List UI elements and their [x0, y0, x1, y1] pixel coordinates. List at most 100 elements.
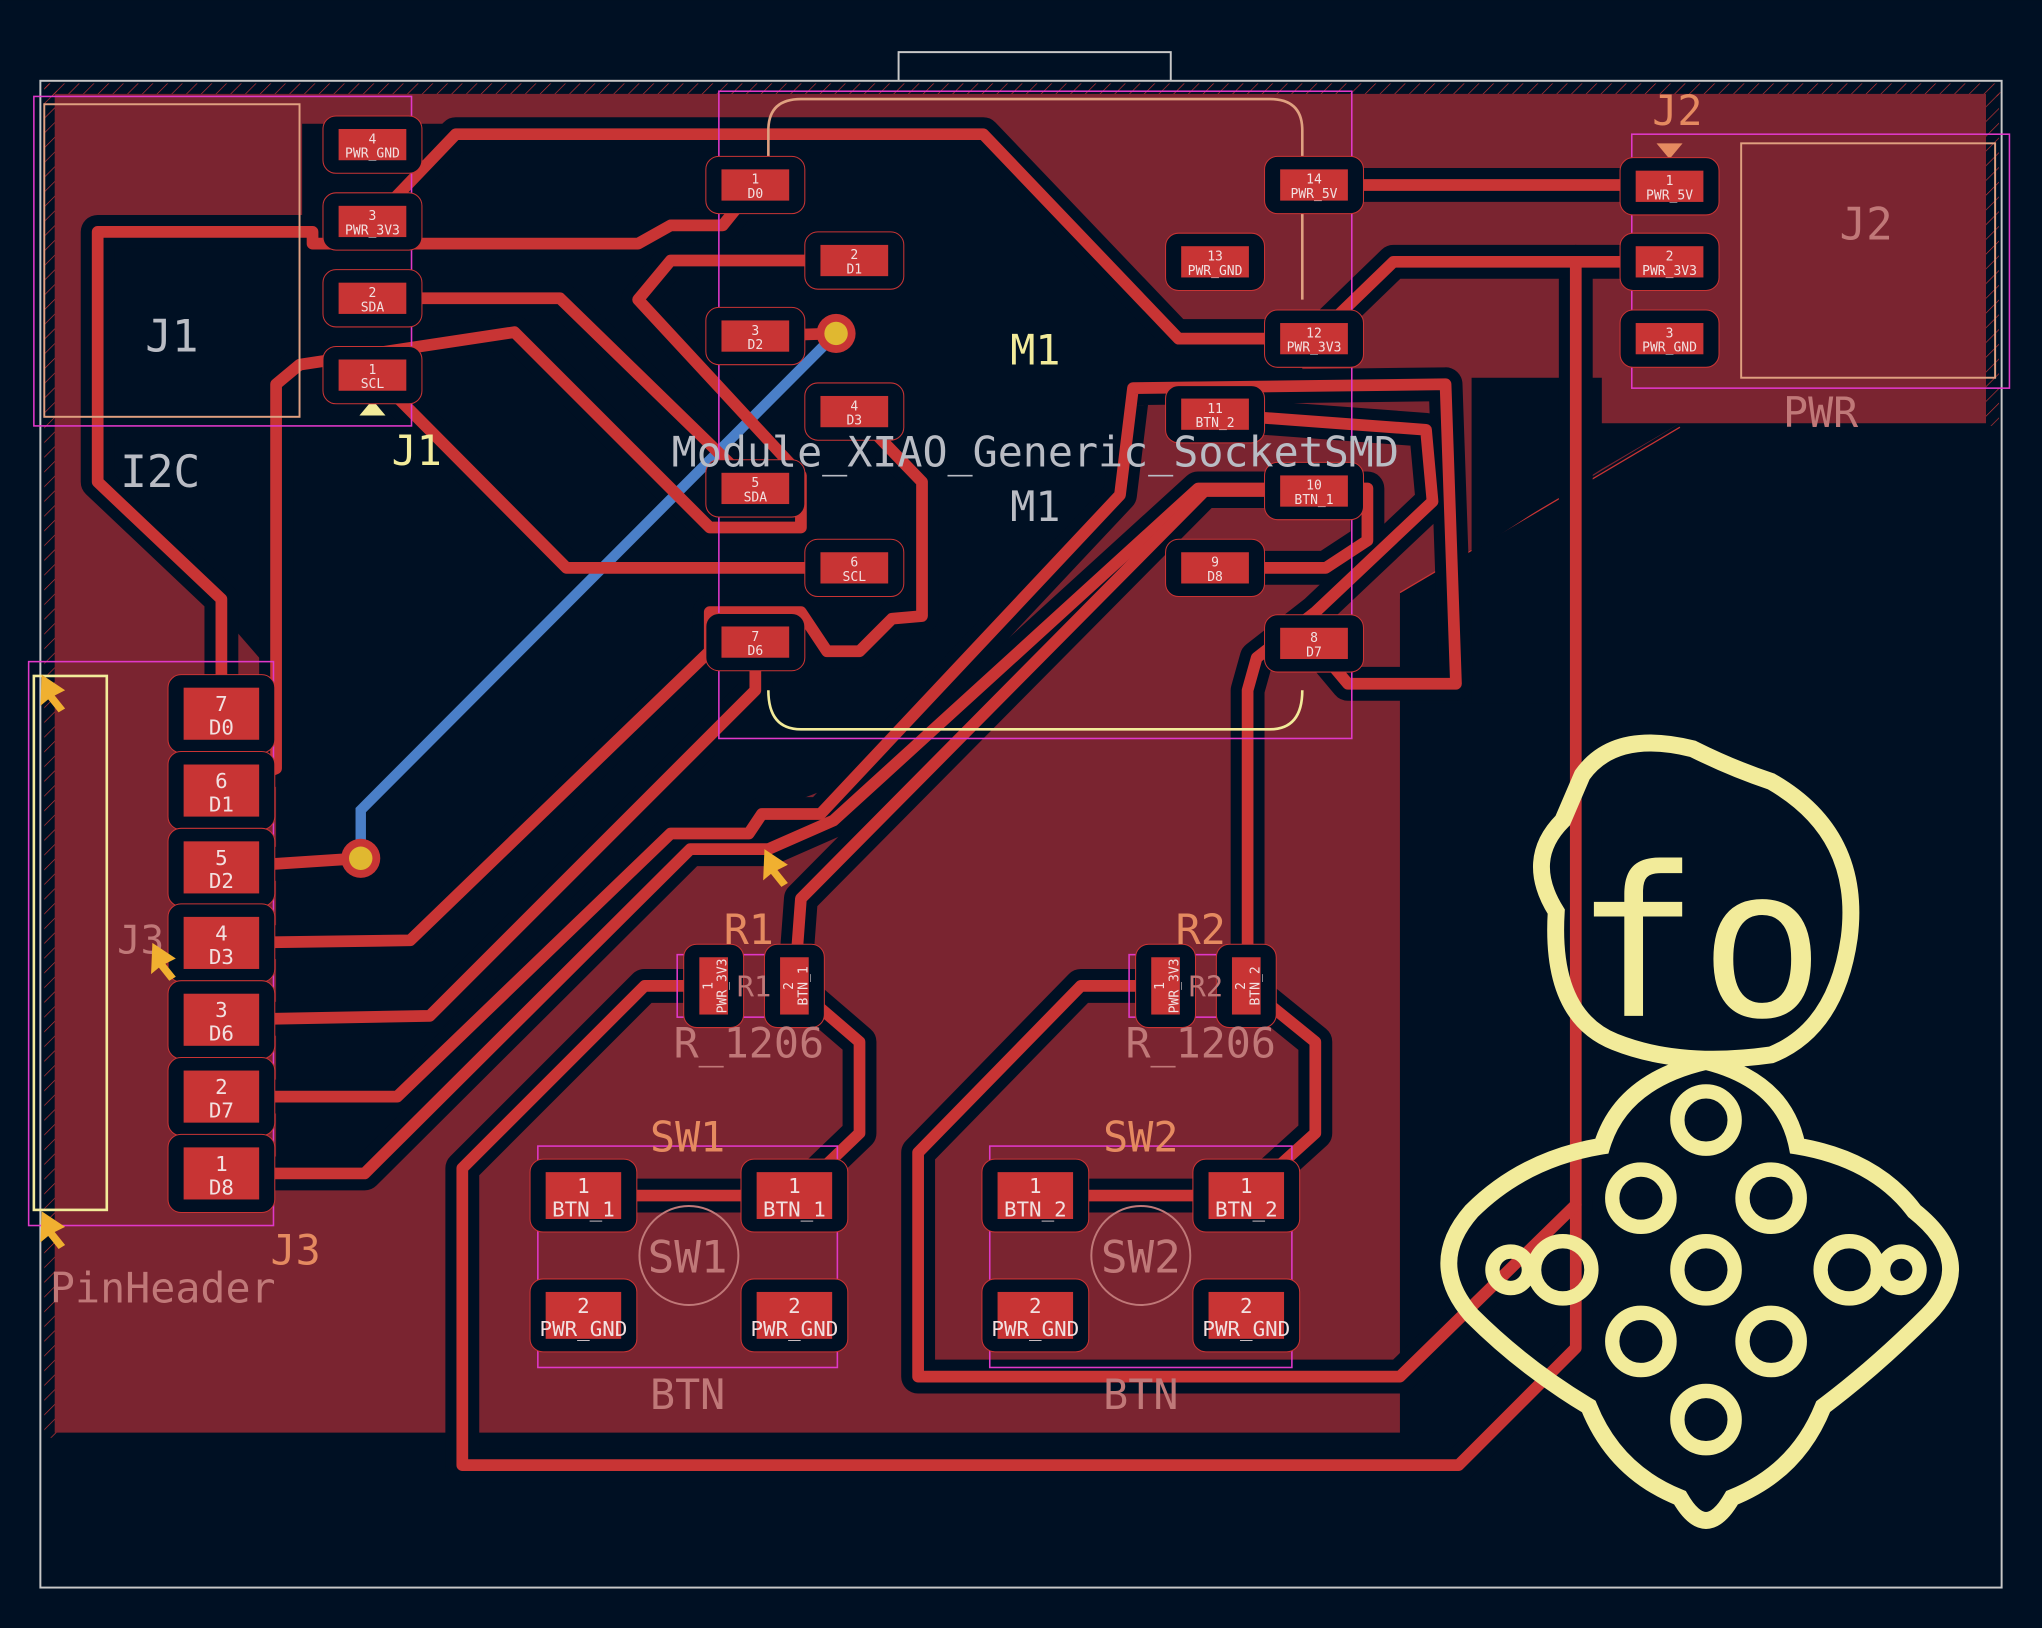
pad-j3-3[interactable]: 3D6: [167, 980, 276, 1060]
copper-trace[interactable]: [215, 482, 1374, 1180]
pad-j3-5[interactable]: 5D2: [167, 827, 276, 907]
board-edge: [39, 79, 2003, 1589]
pad-j3-7[interactable]: 7D0: [167, 674, 276, 754]
copper-trace[interactable]: [912, 980, 1582, 1383]
pad-m1-2[interactable]: 2D1: [804, 231, 905, 290]
pad-copper: [183, 1070, 260, 1123]
pad-number: 2: [1234, 982, 1249, 990]
pad-copper: [183, 841, 260, 894]
pad-label: 5D2: [209, 846, 234, 893]
pad-j3-4[interactable]: 4D3: [167, 903, 276, 983]
pad-net: D0: [747, 187, 763, 202]
pad-net: PWR_3V3: [1642, 264, 1697, 279]
pad-m1-4[interactable]: 4D3: [804, 382, 905, 441]
pad-net: BTN_1: [796, 966, 811, 1005]
pad-m1-1[interactable]: 1D0: [705, 155, 806, 215]
sw2-body: [1090, 1205, 1192, 1306]
pad-j3-6[interactable]: 6D1: [167, 750, 276, 831]
pad-number: 10: [1306, 479, 1322, 494]
pad-net: BTN_2: [1195, 416, 1234, 431]
pads: 4PWR_GND3PWR_3V32SDA1SCL1PWR_5V2PWR_3V33…: [167, 115, 1720, 1353]
j1-value: I2C: [120, 447, 200, 498]
copper-trace[interactable]: [215, 405, 928, 949]
pad-m1-9[interactable]: 9D8: [1165, 538, 1266, 598]
pad-net: D2: [209, 869, 234, 893]
copper-trace[interactable]: [384, 384, 861, 574]
copper-trace[interactable]: [366, 128, 1320, 345]
copper-trace[interactable]: [215, 378, 1462, 1103]
sw2-fab-ref: SW2: [1101, 1232, 1181, 1283]
via[interactable]: [816, 313, 856, 353]
pad-net: SCL: [361, 377, 385, 392]
pad-number: 7: [751, 630, 759, 645]
pad-number: 3: [1666, 326, 1674, 341]
pad-number: 2: [1029, 1294, 1042, 1318]
copper-trace[interactable]: [215, 254, 861, 797]
pad-j3-1[interactable]: 1D8: [167, 1133, 276, 1214]
pad-net: PWR_3V3: [1168, 958, 1183, 1013]
pad-net: SDA: [744, 490, 768, 505]
pad-number: 1: [1029, 1174, 1042, 1198]
copper-trace[interactable]: [456, 255, 1582, 1472]
m1-outline-bottom: [767, 690, 1304, 731]
pad-number: 2: [788, 1294, 801, 1318]
pad-number: 4: [850, 399, 858, 414]
j3-value: PinHeader: [50, 1263, 276, 1312]
copper-trace[interactable]: [366, 292, 762, 495]
pad-copper: [721, 626, 790, 658]
zone-hatch-left: [44, 83, 58, 1438]
pad-m1-8[interactable]: 8D7: [1264, 614, 1365, 673]
pad-label: 8D7: [1306, 631, 1322, 660]
r2-fab-ref: R2: [1189, 969, 1224, 1003]
pad-number: 5: [215, 846, 228, 870]
via[interactable]: [341, 838, 381, 878]
pad-number: 6: [850, 556, 858, 571]
copper-trace[interactable]: [1209, 408, 1439, 992]
pad-j3-2[interactable]: 2D7: [167, 1057, 276, 1137]
j1-outline: [43, 103, 301, 418]
pad-number: 1: [1153, 982, 1168, 990]
copper-trace[interactable]: [91, 179, 762, 720]
m1-value: Module_XIAO_Generic_SocketSMD: [672, 427, 1399, 476]
pad-m1-7[interactable]: 7D6: [705, 612, 806, 672]
pad-net: PWR_5V: [1291, 187, 1338, 202]
pad-m1-3[interactable]: 3D2: [705, 306, 806, 366]
pad-copper: [820, 395, 889, 428]
copper-trace[interactable]: [788, 485, 1320, 992]
pad-net: SDA: [361, 300, 385, 315]
